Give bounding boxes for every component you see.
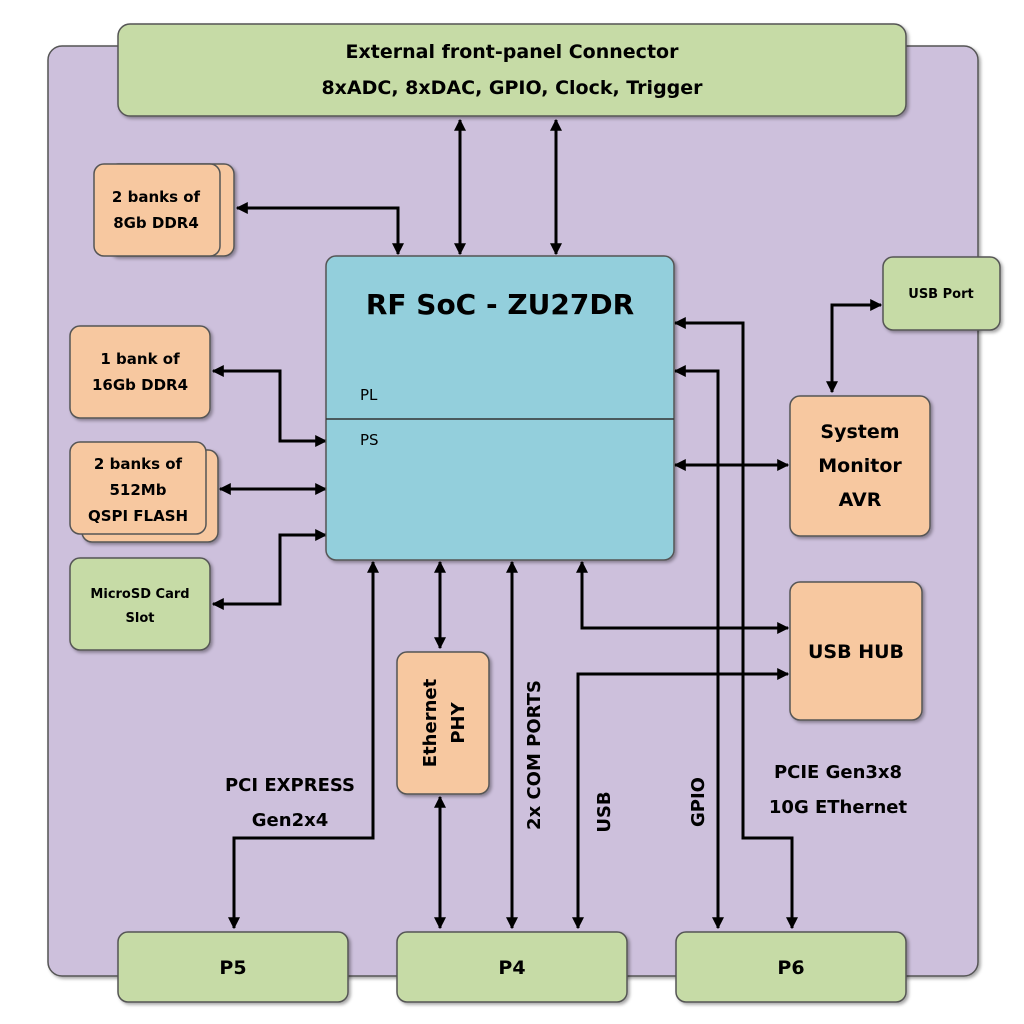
front-panel-signals: 8xADC, 8xDAC, GPIO, Clock, Trigger (321, 77, 703, 99)
system-monitor-block: System Monitor AVR (789, 395, 931, 537)
pcie-gen3-label-line1: PCIE Gen3x8 (774, 762, 902, 783)
rf-soc-block: RF SoC - ZU27DR PL PS (325, 255, 675, 561)
connection-lines (211, 118, 883, 930)
microsd-block: MicroSD Card Slot (69, 557, 211, 651)
connector-p5: P5 (117, 931, 349, 1003)
connector-p6: P6 (675, 931, 907, 1003)
front-panel-title: External front-panel Connector (346, 41, 680, 63)
ddr4-single-block: 1 bank of 16Gb DDR4 (69, 325, 211, 419)
ddr4-banks-line1: 2 banks of (112, 188, 201, 206)
connector-p5-label: P5 (219, 957, 246, 979)
bus-labels: PCI EXPRESS Gen2x4 2x COM PORTS USB GPIO… (225, 680, 907, 833)
soc-ps-label: PS (360, 431, 379, 449)
ddr4-single-link (211, 365, 328, 447)
ethernet-phy-block: Ethernet PHY (396, 651, 490, 795)
qspi-line2: 512Mb (110, 481, 167, 499)
qspi-flash-block: 2 banks of 512Mb QSPI FLASH (69, 441, 219, 543)
usb-hub-label: USB HUB (808, 641, 904, 663)
pci-express-label-line1: PCI EXPRESS (225, 775, 355, 796)
ddr4-banks-line2: 8Gb DDR4 (113, 214, 199, 232)
ethernet-phy-line1: Ethernet (420, 678, 441, 767)
microsd-line2: Slot (126, 611, 155, 626)
usb-port-label: USB Port (908, 287, 973, 302)
usb-port-monitor-link (826, 299, 883, 394)
ethernet-phy-line2: PHY (448, 701, 469, 743)
usb-bus-label: USB (594, 791, 615, 832)
ddr4-single-line1: 1 bank of (100, 350, 180, 368)
gpio-bus-label: GPIO (688, 777, 709, 827)
com-ports-label: 2x COM PORTS (524, 680, 545, 830)
ddr4-banks-block: 2 banks of 8Gb DDR4 (93, 163, 235, 257)
pcie-gen3-link (673, 317, 798, 930)
qspi-line3: QSPI FLASH (88, 507, 188, 525)
ddr4-single-line2: 16Gb DDR4 (92, 376, 188, 394)
system-monitor-line1: System (820, 421, 899, 443)
soc-title: RF SoC - ZU27DR (366, 288, 634, 321)
connector-p4-label: P4 (498, 957, 525, 979)
soc-pl-label: PL (360, 386, 378, 404)
connector-p6-label: P6 (777, 957, 804, 979)
pcie-gen3-label-line2: 10G EThernet (769, 797, 908, 818)
microsd-line1: MicroSD Card (90, 587, 189, 602)
system-monitor-line2: Monitor (818, 455, 902, 477)
ddr4-banks-link (235, 202, 404, 256)
pci-express-link (228, 560, 379, 930)
usb-hub-block: USB HUB (789, 581, 923, 721)
qspi-line1: 2 banks of (94, 455, 183, 473)
system-monitor-line3: AVR (839, 489, 882, 511)
connector-p4: P4 (396, 931, 628, 1003)
pci-express-label-line2: Gen2x4 (252, 810, 328, 831)
front-panel-connector: External front-panel Connector 8xADC, 8x… (117, 23, 907, 117)
usb-port-block: USB Port (882, 256, 1001, 331)
